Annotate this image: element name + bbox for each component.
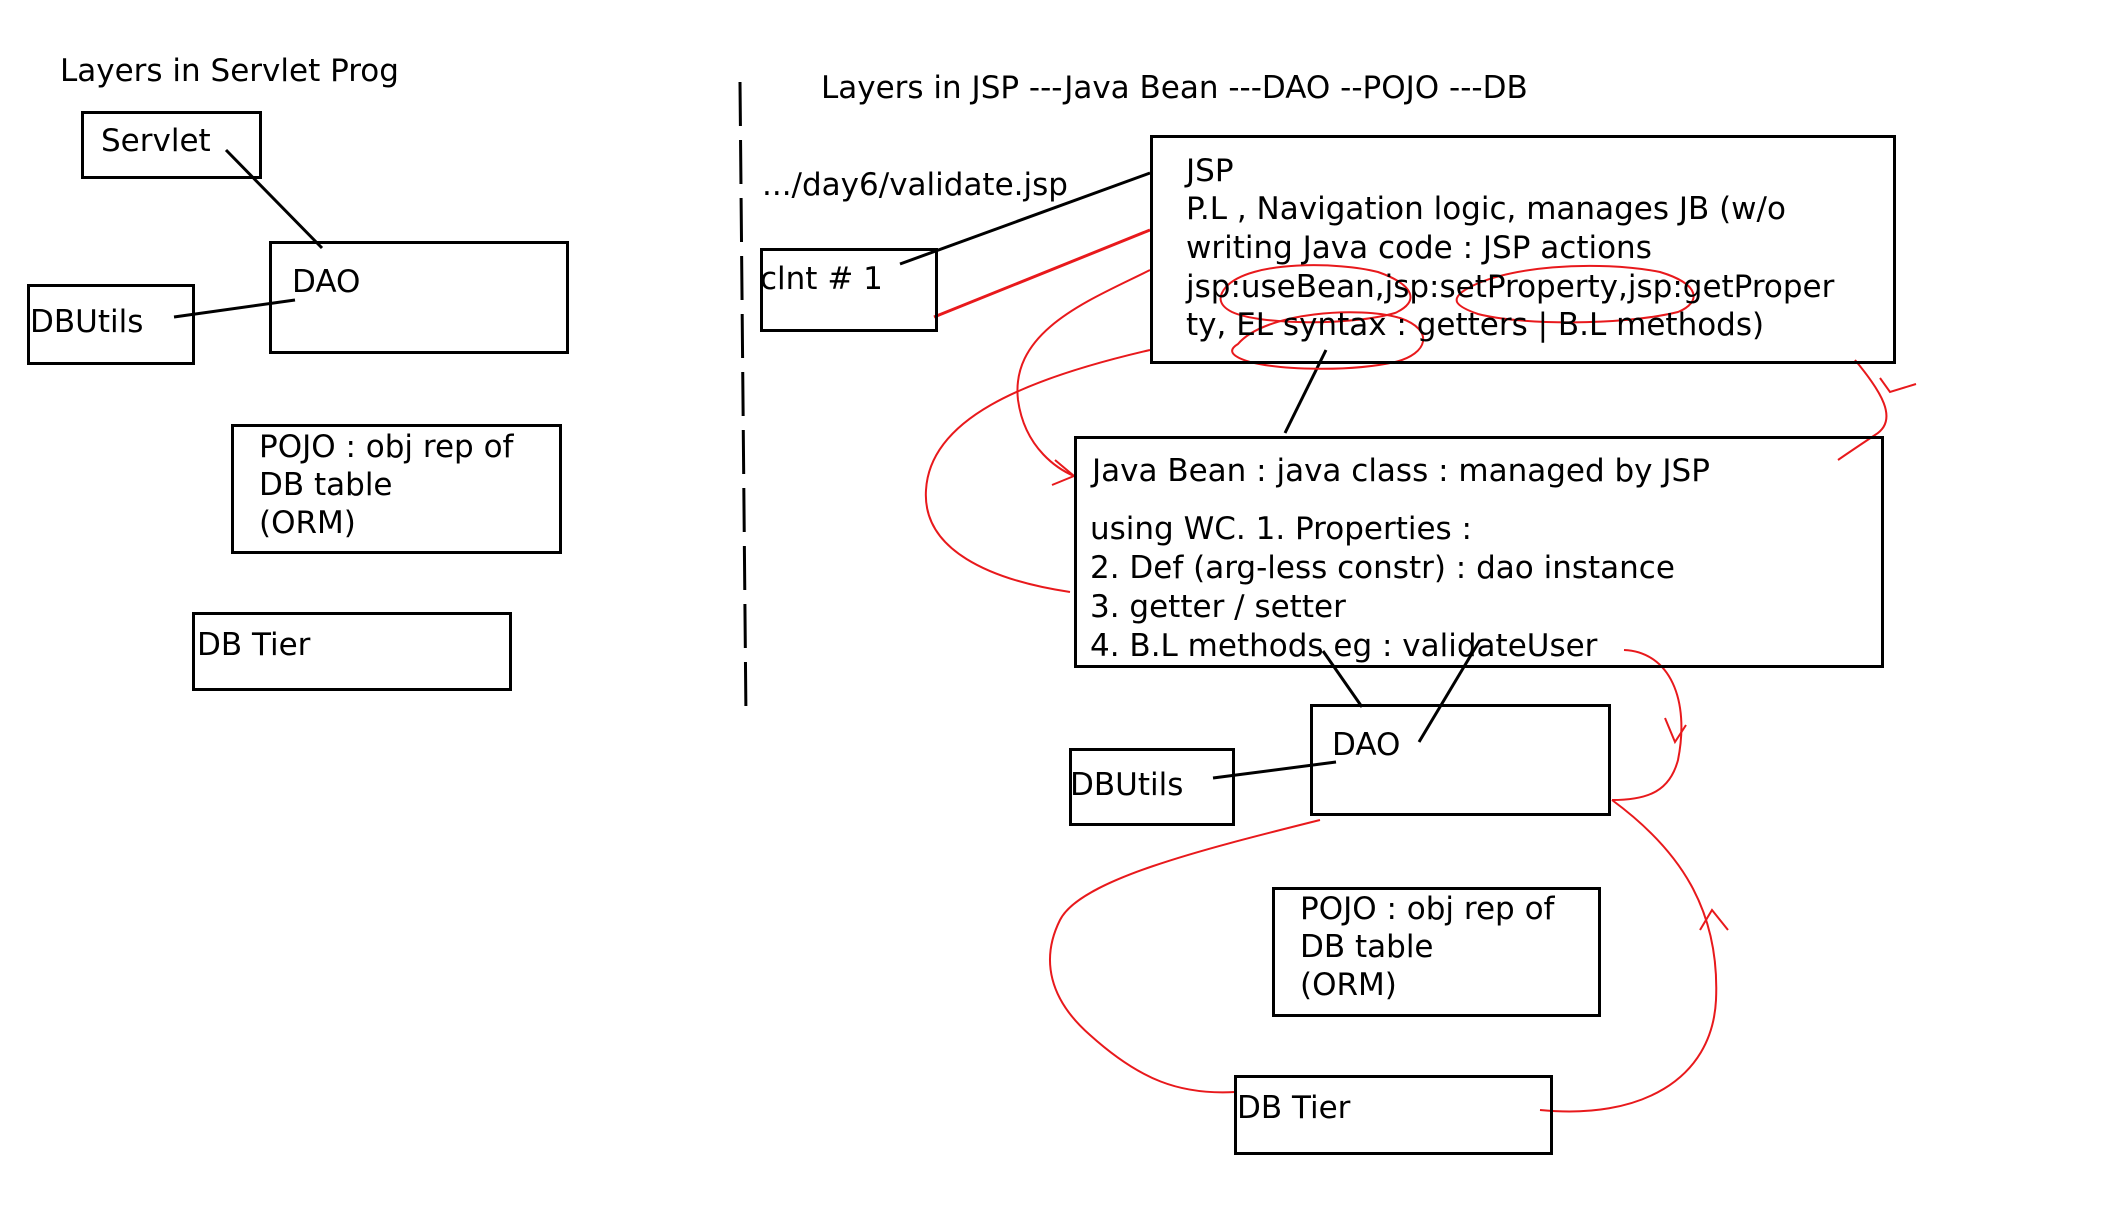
jsp-line-2: P.L , Navigation logic, manages JB (w/o bbox=[1186, 191, 1786, 227]
annotation-bean-to-dao-arrow bbox=[1664, 717, 1687, 745]
client-box bbox=[760, 248, 938, 332]
client-jsp-red-connector bbox=[933, 228, 1151, 319]
jsp-url-label: .../day6/validate.jsp bbox=[762, 167, 1068, 203]
left-dbutils-label: DBUtils bbox=[30, 304, 144, 340]
jsp-line-5: ty, EL syntax : getters | B.L methods) bbox=[1186, 307, 1765, 343]
jsp-box bbox=[1150, 135, 1896, 364]
right-dbutils-label: DBUtils bbox=[1070, 767, 1184, 803]
annotation-jsp-to-bean-loop-outer bbox=[924, 349, 1151, 593]
java-bean-line-3: 3. getter / setter bbox=[1090, 589, 1346, 625]
right-db-tier-label: DB Tier bbox=[1237, 1090, 1351, 1126]
jsp-line-3: writing Java code : JSP actions bbox=[1186, 230, 1652, 266]
java-bean-line-4: 4. B.L methods eg : validateUser bbox=[1090, 628, 1598, 664]
annotation-arrowhead-jsp bbox=[1051, 459, 1076, 486]
left-dbutils-box bbox=[27, 284, 195, 365]
right-dao-label: DAO bbox=[1332, 727, 1401, 763]
annotation-db-loop bbox=[1049, 819, 1321, 1094]
right-pojo-line-2: DB table bbox=[1300, 929, 1434, 965]
annotation-right-loop bbox=[1837, 359, 1888, 461]
left-dao-box bbox=[269, 241, 569, 354]
right-heading: Layers in JSP ---Java Bean ---DAO --POJO… bbox=[821, 70, 1528, 106]
left-pojo-line-2: DB table bbox=[259, 467, 393, 503]
left-pojo-line-1: POJO : obj rep of bbox=[259, 429, 514, 465]
annotation-useBean-circle bbox=[1219, 264, 1412, 324]
left-db-tier-label: DB Tier bbox=[197, 627, 311, 663]
right-pojo-line-1: POJO : obj rep of bbox=[1300, 891, 1555, 927]
annotation-jsp-to-bean-loop bbox=[1016, 269, 1151, 477]
annotation-bean-to-dao bbox=[1611, 649, 1683, 801]
annotation-right-arrowhead bbox=[1879, 377, 1917, 394]
jsp-line-1: JSP bbox=[1186, 153, 1234, 189]
right-db-tier-box bbox=[1234, 1075, 1553, 1155]
client-jsp-connector bbox=[899, 171, 1151, 266]
client-label: clnt # 1 bbox=[760, 261, 883, 297]
bean-dao-connector bbox=[1321, 650, 1364, 708]
left-heading: Layers in Servlet Prog bbox=[60, 53, 399, 89]
jsp-line-4: jsp:useBean,jsp:setProperty,jsp:getPrope… bbox=[1186, 269, 1835, 305]
left-servlet-box bbox=[81, 111, 262, 179]
java-bean-line-1: using WC. 1. Properties : bbox=[1090, 511, 1472, 547]
right-dao-box bbox=[1310, 704, 1611, 816]
java-bean-line-2: 2. Def (arg-less constr) : dao instance bbox=[1090, 550, 1675, 586]
dao-bean-connector bbox=[1417, 639, 1482, 743]
left-pojo-line-3: (ORM) bbox=[259, 505, 356, 541]
annotation-dao-to-db bbox=[1539, 799, 1718, 1113]
servlet-dao-connector bbox=[224, 148, 324, 250]
section-divider bbox=[738, 81, 748, 721]
annotation-dao-to-db-arrow bbox=[1699, 908, 1729, 931]
java-bean-box bbox=[1074, 436, 1884, 668]
right-dbutils-box bbox=[1069, 748, 1235, 826]
left-pojo-box bbox=[231, 424, 562, 554]
java-bean-title: Java Bean : java class : managed by JSP bbox=[1092, 453, 1710, 489]
right-pojo-line-3: (ORM) bbox=[1300, 967, 1397, 1003]
red-annotations bbox=[924, 264, 1917, 1113]
left-servlet-label: Servlet bbox=[101, 123, 211, 159]
annotation-setProperty-circle bbox=[1455, 264, 1695, 324]
left-dao-label: DAO bbox=[292, 264, 361, 300]
right-pojo-box bbox=[1272, 887, 1601, 1017]
left-db-tier-box bbox=[192, 612, 512, 691]
